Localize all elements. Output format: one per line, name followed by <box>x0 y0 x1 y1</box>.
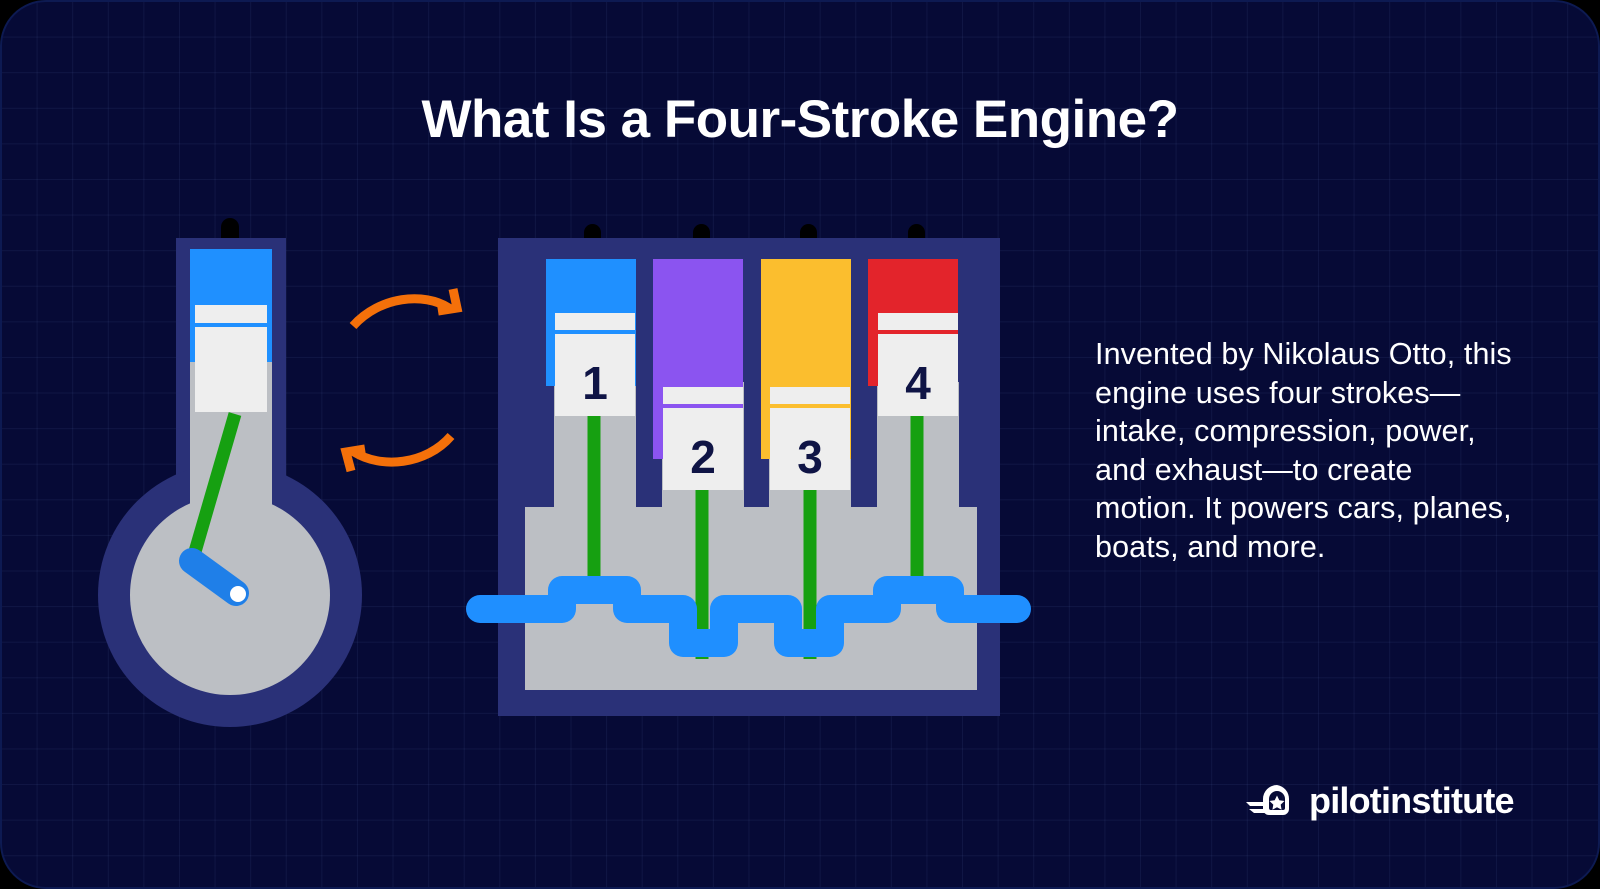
winged-star-badge-icon <box>1246 785 1290 815</box>
cylinder-4-piston-ring <box>878 313 958 330</box>
brand-logo[interactable]: pilotinstitute <box>1245 780 1515 822</box>
cylinder-3-piston-body <box>770 408 850 490</box>
rotation-arrow-top <box>349 294 452 330</box>
four-cylinder-engine: 1 2 3 <box>466 224 1031 716</box>
piston-ring <box>195 305 267 323</box>
crankshaft-path <box>466 576 1031 657</box>
crank-arm <box>179 548 249 606</box>
crankshaft <box>466 576 1031 657</box>
description-paragraph: Invented by Nikolaus Otto, this engine u… <box>1095 337 1512 564</box>
cylinder-2-piston-body <box>663 408 743 490</box>
piston-body <box>195 327 267 412</box>
rotation-arrow-bottom-head <box>340 444 366 473</box>
cylinder-1-piston-ring <box>555 313 635 330</box>
brand-wordmark: pilotinstitute <box>1309 780 1515 821</box>
cylinder-1-number: 1 <box>582 357 608 409</box>
cylinder-3-number: 3 <box>797 431 823 483</box>
cylinder-2: 2 <box>653 259 743 659</box>
cylinder-2-number: 2 <box>690 431 716 483</box>
crank-pin <box>230 586 246 602</box>
cylinder-4-piston-body <box>878 334 958 416</box>
cylinder-4: 4 <box>868 259 958 594</box>
cylinder-1-piston-body <box>555 334 635 416</box>
cylinder-3-piston-ring <box>770 387 850 404</box>
cylinder-4-number: 4 <box>905 357 931 409</box>
connecting-rod <box>185 412 242 564</box>
cylinder-3: 3 <box>761 259 851 659</box>
single-cylinder-diagram <box>98 218 362 727</box>
rotation-arrows <box>340 288 463 473</box>
page-title: What Is a Four-Stroke Engine? <box>421 89 1179 149</box>
rotation-arrow-bottom <box>351 432 455 467</box>
rotation-arrow-top-head <box>437 288 463 316</box>
cylinder-1: 1 <box>546 259 636 594</box>
cylinder-2-piston-ring <box>663 387 743 404</box>
